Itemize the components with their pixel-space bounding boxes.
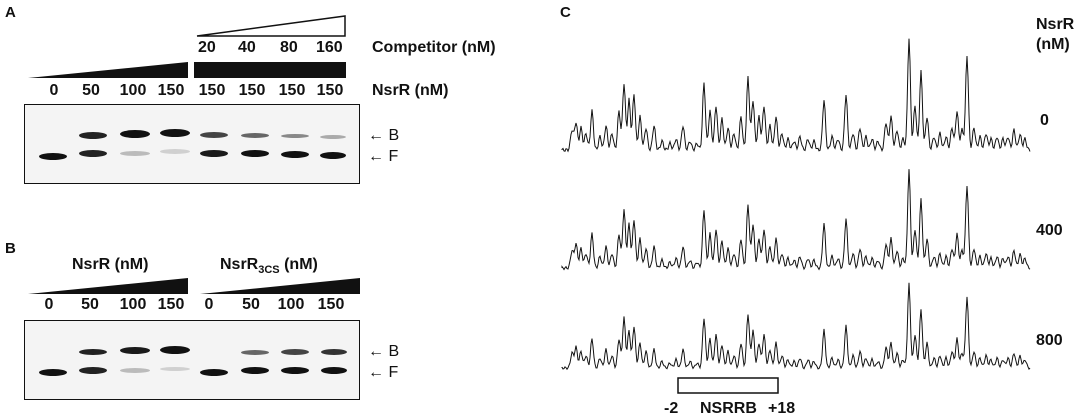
gel-band [79, 150, 107, 157]
gel-band [281, 367, 309, 374]
panel-b-band-b-label: ← B [368, 343, 400, 360]
nsrr3cs-unit: (nM) [279, 256, 318, 273]
panel-b-lane-label: 100 [277, 296, 305, 313]
panel-b-lane-label: 50 [81, 296, 99, 313]
panel-b-lane-label: 0 [204, 296, 214, 313]
gel-band [281, 134, 309, 138]
panel-b-nsrr3cs-label: NsrR3CS (nM) [220, 256, 318, 276]
panel-b-lane-label: 150 [157, 296, 185, 313]
box-label-right: +18 [768, 400, 796, 417]
gel-band [120, 347, 150, 354]
gel-band [321, 349, 347, 355]
box-label-mid: NSRRB [700, 400, 757, 417]
panel-b-lane-label: 100 [119, 296, 147, 313]
gel-band [281, 349, 309, 355]
trace-800 [561, 282, 1031, 371]
panel-b-gel [24, 320, 360, 400]
gel-band [241, 150, 269, 157]
trace-400 [561, 169, 1031, 271]
panel-a-lane-label: 150 [316, 82, 344, 99]
gel-band [120, 151, 150, 156]
gel-band [241, 350, 269, 355]
competitor-value-2: 40 [238, 39, 256, 56]
panel-b-lane-label: 0 [44, 296, 54, 313]
nsrr3cs-name: NsrR [220, 256, 259, 273]
gel-band [79, 349, 107, 355]
gel-band [39, 369, 67, 376]
gel-band [160, 346, 190, 354]
gel-band [200, 369, 228, 376]
competitor-value-1: 20 [198, 39, 216, 56]
panel-a-lane-label: 150 [238, 82, 266, 99]
panel-b-letter: B [5, 240, 16, 257]
panel-a-lane-label: 100 [119, 82, 147, 99]
panel-b-lane-label: 50 [242, 296, 260, 313]
gel-band [241, 367, 269, 374]
gel-band [120, 368, 150, 373]
gel-band [320, 135, 346, 139]
panel-a-lane-label: 150 [198, 82, 226, 99]
competitor-label: Competitor (nM) [372, 39, 496, 56]
panel-a-gel [24, 104, 360, 184]
panel-a-band-f-label: ← F [368, 148, 399, 165]
panel-a-lane-label: 50 [82, 82, 100, 99]
nsrr3cs-subscript: 3CS [258, 264, 280, 277]
panel-a-lane-label: 0 [49, 82, 59, 99]
gel-band [160, 129, 190, 137]
panel-c-letter: C [560, 4, 571, 21]
trace-0 [561, 38, 1031, 153]
panel-a-band-b-label: ← B [368, 127, 400, 144]
panel-c-header-line1: NsrR [1036, 16, 1075, 33]
gel-band [241, 133, 269, 138]
trace-label-0: 0 [1040, 112, 1049, 129]
box-label-left: -2 [664, 400, 679, 417]
gel-band [39, 153, 67, 160]
gel-band [200, 150, 228, 157]
gel-band [160, 149, 190, 154]
panel-b-nsrr-label: NsrR (nM) [72, 256, 149, 273]
nsrrb-box [677, 377, 779, 394]
gel-band [321, 367, 347, 374]
gel-band [281, 151, 309, 158]
panel-a-lane-label: 150 [278, 82, 306, 99]
panel-b-band-f-label: ← F [368, 364, 399, 381]
competitor-value-3: 80 [280, 39, 298, 56]
competitor-value-4: 160 [316, 39, 343, 56]
gel-band [200, 132, 228, 138]
gel-band [160, 367, 190, 371]
trace-label-800: 800 [1036, 332, 1063, 349]
panel-b-lane-label: 150 [317, 296, 345, 313]
gel-band [120, 130, 150, 138]
panel-c-header-line2: (nM) [1036, 36, 1070, 53]
panel-a-letter: A [5, 4, 16, 21]
panel-a-nsrr-label: NsrR (nM) [372, 82, 449, 99]
gel-band [320, 152, 346, 159]
panel-a-lane-label: 150 [157, 82, 185, 99]
gel-band [79, 132, 107, 139]
trace-label-400: 400 [1036, 222, 1063, 239]
gel-band [79, 367, 107, 374]
